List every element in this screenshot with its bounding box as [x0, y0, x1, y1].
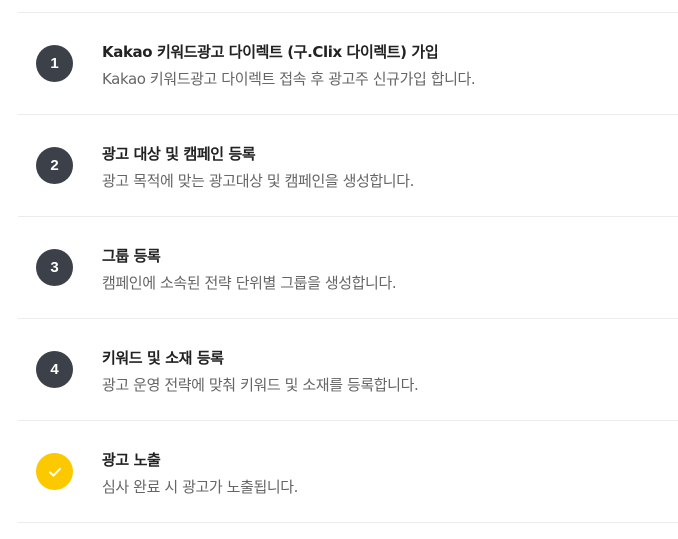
step-description: Kakao 키워드광고 다이렉트 접속 후 광고주 신규가입 합니다.	[102, 70, 476, 88]
check-icon	[48, 467, 61, 477]
step-number-badge: 2	[36, 147, 73, 184]
step-title: 그룹 등록	[102, 247, 161, 265]
step-text: 키워드 및 소재 등록 광고 운영 전략에 맞춰 키워드 및 소재를 등록합니다…	[102, 348, 668, 395]
step-title: Kakao 키워드광고 다이렉트 (구.Clix 다이렉트) 가입	[102, 43, 439, 61]
step-item-3: 3 그룹 등록 캠페인에 소속된 전략 단위별 그룹을 생성합니다.	[18, 217, 678, 319]
step-description: 광고 운영 전략에 맞춰 키워드 및 소재를 등록합니다.	[102, 376, 419, 394]
step-number-badge: 3	[36, 249, 73, 286]
step-item-5: 광고 노출 심사 완료 시 광고가 노출됩니다.	[18, 421, 678, 523]
step-text: 광고 대상 및 캠페인 등록 광고 목적에 맞는 광고대상 및 캠페인을 생성합…	[102, 144, 668, 191]
step-title: 광고 노출	[102, 451, 161, 469]
step-number-badge: 4	[36, 351, 73, 388]
step-description: 심사 완료 시 광고가 노출됩니다.	[102, 478, 299, 496]
step-text: Kakao 키워드광고 다이렉트 (구.Clix 다이렉트) 가입 Kakao …	[102, 42, 668, 89]
step-item-1: 1 Kakao 키워드광고 다이렉트 (구.Clix 다이렉트) 가입 Kaka…	[18, 13, 678, 115]
step-text: 광고 노출 심사 완료 시 광고가 노출됩니다.	[102, 450, 668, 497]
step-title: 키워드 및 소재 등록	[102, 349, 224, 367]
step-number-badge: 1	[36, 45, 73, 82]
step-title: 광고 대상 및 캠페인 등록	[102, 145, 256, 163]
step-list: 1 Kakao 키워드광고 다이렉트 (구.Clix 다이렉트) 가입 Kaka…	[18, 12, 678, 523]
step-item-4: 4 키워드 및 소재 등록 광고 운영 전략에 맞춰 키워드 및 소재를 등록합…	[18, 319, 678, 421]
step-item-2: 2 광고 대상 및 캠페인 등록 광고 목적에 맞는 광고대상 및 캠페인을 생…	[18, 115, 678, 217]
step-text: 그룹 등록 캠페인에 소속된 전략 단위별 그룹을 생성합니다.	[102, 246, 668, 293]
step-complete-badge	[36, 453, 73, 490]
step-description: 캠페인에 소속된 전략 단위별 그룹을 생성합니다.	[102, 274, 397, 292]
step-description: 광고 목적에 맞는 광고대상 및 캠페인을 생성합니다.	[102, 172, 414, 190]
